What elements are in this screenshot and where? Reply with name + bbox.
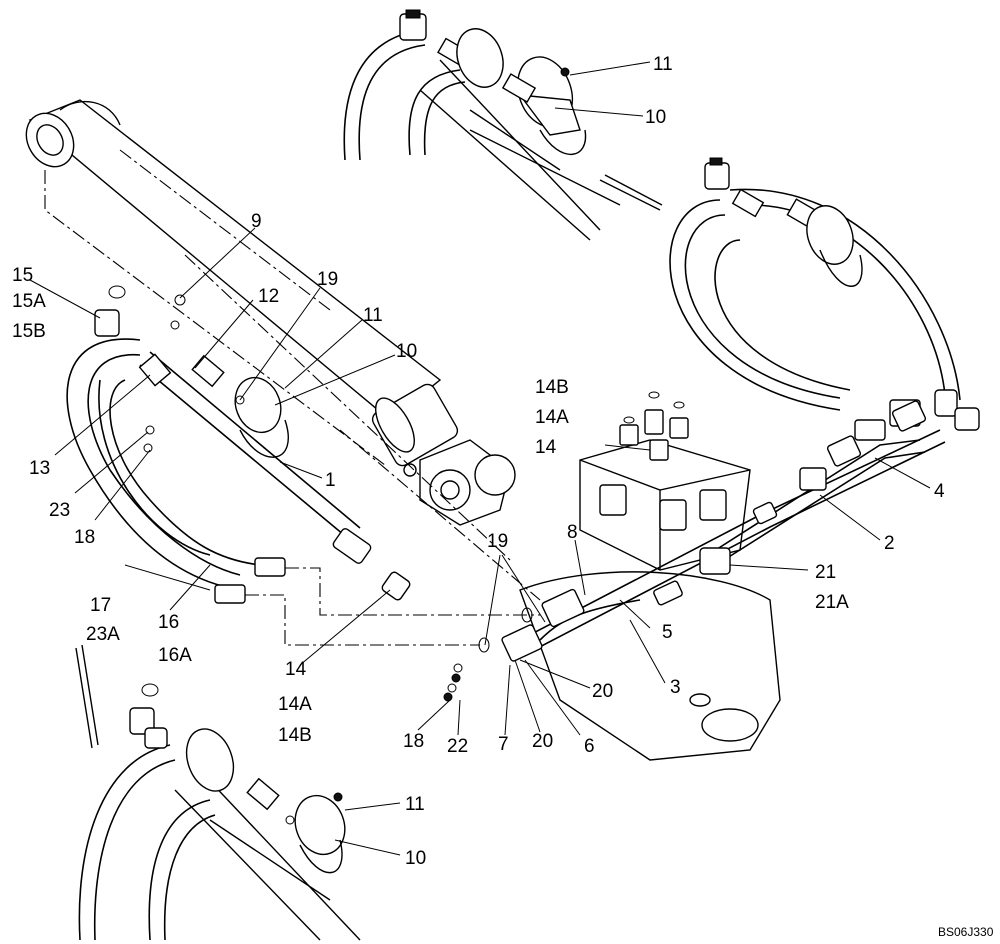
callout-10: 10 [645, 107, 666, 128]
main-hose-assembly [66, 285, 411, 604]
callout-11: 11 [363, 305, 383, 326]
callout-16: 16 [158, 612, 179, 633]
steel-tubes [443, 400, 946, 702]
detail-arrow-top [604, 174, 663, 206]
drawing-code: BS06J330 [938, 925, 994, 939]
hydraulic-cylinder [25, 99, 516, 526]
detail-view-right [669, 157, 980, 441]
callout-11: 11 [653, 54, 673, 75]
callout-18: 18 [403, 731, 424, 752]
callout-16A: 16A [158, 645, 192, 666]
callout-2: 2 [884, 533, 895, 554]
callout-3: 3 [670, 677, 681, 698]
callout-15: 15 [12, 265, 33, 286]
callout-15A: 15A [12, 291, 46, 312]
mount-plate [519, 571, 781, 761]
detail-arrow-bottom [81, 644, 99, 746]
callout-4: 4 [934, 481, 945, 502]
callout-20: 20 [592, 681, 613, 702]
callout-7: 7 [498, 734, 509, 755]
callout-17: 17 [90, 595, 111, 616]
callout-14A: 14A [278, 694, 312, 715]
callout-21: 21 [815, 562, 836, 583]
callout-labels: 11 10 9 15 15A 15B 12 19 11 10 13 23 18 … [12, 54, 994, 939]
callout-6: 6 [584, 736, 595, 757]
callout-23A: 23A [86, 624, 120, 645]
callout-10: 10 [396, 341, 417, 362]
control-valve [579, 391, 751, 571]
callout-10: 10 [405, 848, 426, 869]
detail-view-bottom [78, 683, 361, 941]
callout-19: 19 [487, 531, 508, 552]
callout-19: 19 [317, 269, 338, 290]
callout-20: 20 [532, 731, 553, 752]
callout-21A: 21A [815, 592, 849, 613]
callout-13: 13 [29, 458, 50, 479]
callout-14: 14 [285, 659, 307, 680]
callout-8: 8 [567, 522, 578, 543]
callout-18: 18 [74, 527, 95, 548]
callout-12: 12 [258, 286, 279, 307]
callout-9: 9 [251, 211, 262, 232]
callout-23: 23 [49, 500, 70, 521]
callout-1: 1 [325, 470, 336, 491]
callout-11: 11 [405, 794, 425, 815]
detail-view-top [343, 9, 621, 241]
callout-5: 5 [662, 622, 673, 643]
callout-14: 14 [535, 437, 557, 458]
callout-15B: 15B [12, 321, 46, 342]
leader-lines [29, 61, 931, 856]
callout-22: 22 [447, 736, 468, 757]
callout-14B: 14B [535, 377, 569, 398]
callout-14A: 14A [535, 407, 569, 428]
callout-14B: 14B [278, 725, 312, 746]
